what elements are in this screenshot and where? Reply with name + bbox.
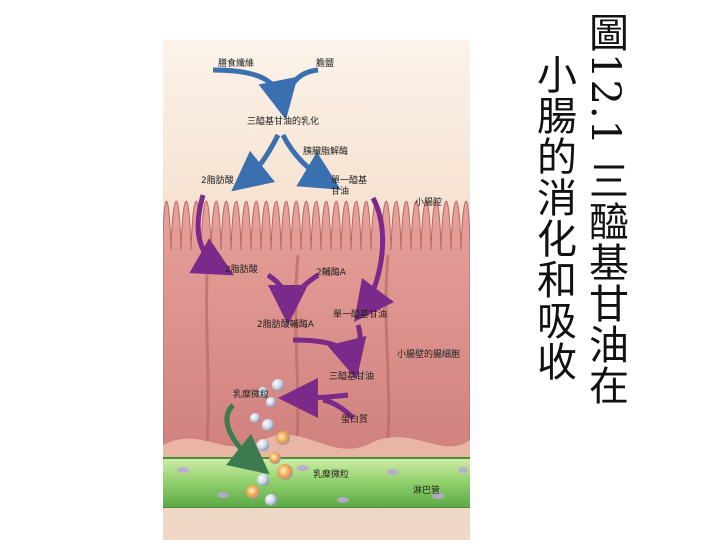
label-mucosal-cell: 小腸壁的腸細胞: [397, 350, 460, 361]
tissue-below: [163, 508, 470, 540]
label-monoglyceride: 單一醯基 甘油: [331, 176, 367, 198]
figure-title-line2: 小腸的消化和吸收: [532, 54, 574, 534]
label-triglyceride: 三醯基甘油: [329, 372, 374, 383]
label-lumen: 小腸腔: [415, 198, 442, 209]
label-chylomicron: 乳糜微粒: [233, 390, 269, 401]
digestion-illustration: 膳食纖維 膽鹽 三醯基甘油的乳化 胰臟脂解酶 2脂肪酸 單一醯基 甘油 小腸腔 …: [163, 40, 470, 540]
lymph-vessel: [163, 458, 470, 508]
label-fatty-acid: 2脂肪酸: [201, 176, 234, 187]
label-protein: 蛋白質: [341, 415, 368, 426]
label-acyl-coa: 2脂肪酸輔酶A: [257, 320, 314, 331]
label-chylomicron-2: 乳糜微粒: [313, 470, 349, 481]
label-coa: 2輔酶A: [316, 268, 346, 279]
label-lipase: 胰臟脂解酶: [303, 147, 348, 158]
label-emulsify: 三醯基甘油的乳化: [247, 117, 319, 128]
label-monoglyceride-2: 單一醯基甘油: [333, 310, 387, 321]
arrow-to-chylomicron: [293, 395, 348, 398]
label-fatty-acid-2: 2脂肪酸: [225, 265, 258, 276]
label-food-fat: 膳食纖維: [218, 59, 254, 70]
label-lymph: 淋巴管: [413, 486, 440, 497]
figure-title-line1: 圖12.1 三醯基甘油在: [584, 12, 626, 532]
label-bile: 膽鹽: [316, 59, 334, 70]
digestion-diagram-svg: [163, 40, 470, 540]
